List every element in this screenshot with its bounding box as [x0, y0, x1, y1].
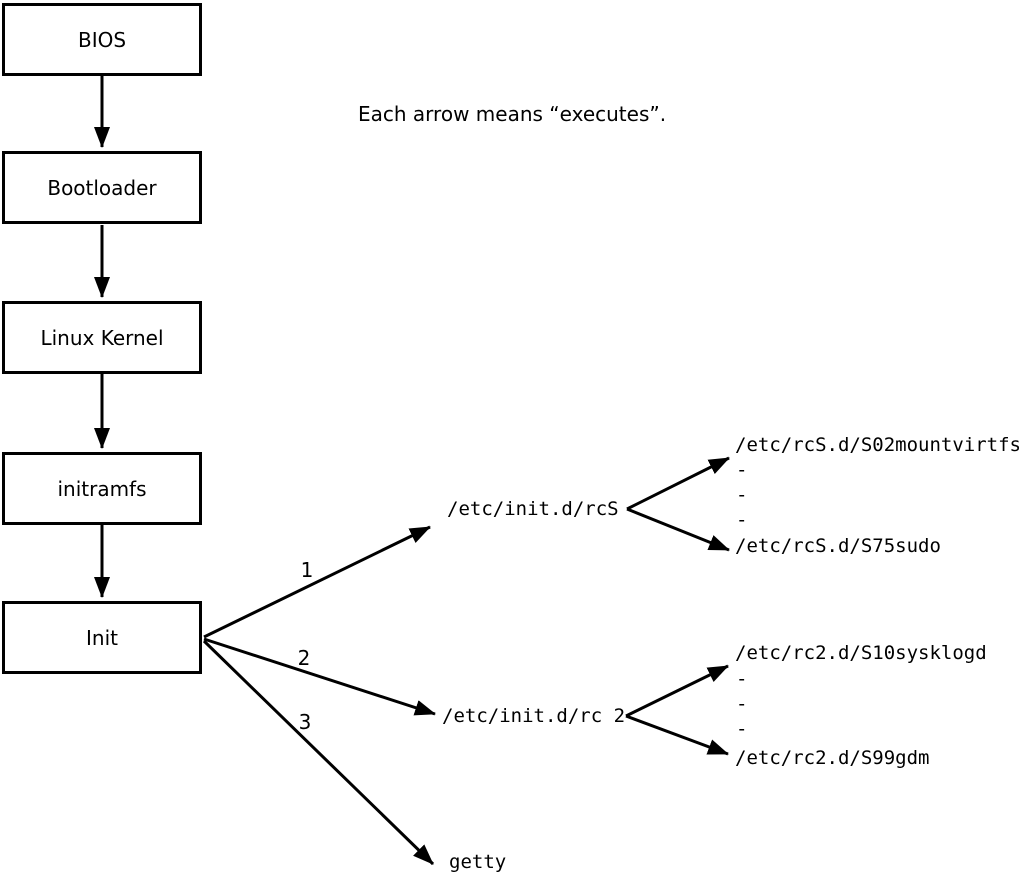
node-rcS-path: /etc/init.d/rcS [447, 498, 619, 520]
node-rcS-script-last: /etc/rcS.d/S75sudo [735, 535, 941, 557]
arrow-init-to-rc2 [203, 637, 436, 716]
arrow-rcS-to-last [626, 507, 730, 552]
arrow-label-2: 2 [297, 646, 311, 670]
node-rcS-script-first: /etc/rcS.d/S02mountvirtfs [735, 434, 1021, 456]
node-rc2-path: /etc/init.d/rc 2 [442, 705, 626, 727]
node-rc2-script-first: /etc/rc2.d/S10sysklogd [735, 642, 987, 664]
rc2-ellipsis-dash: - [736, 718, 748, 740]
node-initramfs: initramfs [2, 452, 202, 525]
node-getty: getty [449, 851, 507, 873]
arrow-rc2-to-last [625, 714, 729, 756]
rcS-ellipsis-dash: - [736, 484, 748, 506]
rc2-ellipsis-dash: - [736, 668, 748, 690]
node-init-label: Init [86, 625, 118, 650]
arrow-rc2-to-first [625, 664, 729, 718]
node-linux-kernel: Linux Kernel [2, 301, 202, 374]
node-init: Init [2, 601, 202, 674]
rcS-ellipsis-dash: - [736, 459, 748, 481]
arrow-rcS-to-first [626, 456, 730, 511]
arrow-init-to-rcS [203, 525, 431, 639]
node-linux-kernel-label: Linux Kernel [40, 325, 164, 350]
rcS-ellipsis-dash: - [736, 509, 748, 531]
node-bootloader-label: Bootloader [47, 175, 157, 200]
arrow-label-3: 3 [298, 710, 312, 734]
arrow-label-1: 1 [300, 558, 314, 582]
node-rc2-script-last: /etc/rc2.d/S99gdm [735, 747, 930, 769]
note-text: Each arrow means “executes”. [358, 102, 667, 126]
node-bootloader: Bootloader [2, 151, 202, 224]
node-initramfs-label: initramfs [57, 476, 147, 501]
node-bios-label: BIOS [77, 27, 127, 52]
arrow-init-to-getty [202, 639, 435, 866]
node-bios: BIOS [2, 3, 202, 76]
rc2-ellipsis-dash: - [736, 693, 748, 715]
